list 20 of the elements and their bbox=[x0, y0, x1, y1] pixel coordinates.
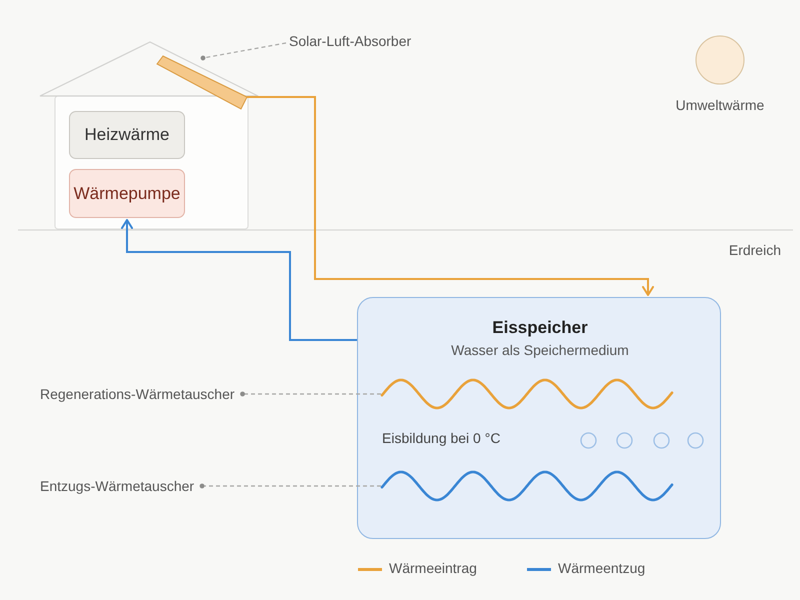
legend-label: Wärmeentzug bbox=[558, 560, 646, 577]
component-box bbox=[69, 169, 185, 218]
callout-label: Solar-Luft-Absorber bbox=[289, 33, 412, 50]
tank-title: Eisspeicher bbox=[492, 318, 588, 338]
storage-tank-panel bbox=[357, 297, 721, 539]
region-label: Erdreich bbox=[728, 242, 781, 259]
box-label: Wärmepumpe bbox=[74, 184, 180, 204]
tank-subtitle: Wasser als Speichermedium bbox=[451, 342, 629, 359]
tank-note: Eisbildung bei 0 °C bbox=[382, 430, 500, 447]
leader-line bbox=[240, 392, 381, 396]
box-label: Heizwärme bbox=[84, 125, 170, 146]
component-box bbox=[69, 111, 185, 159]
source-label: Umweltwärme bbox=[676, 97, 764, 114]
pipe-arrow bbox=[121, 219, 357, 341]
callout-label: Regenerations-Wärmetauscher bbox=[40, 386, 235, 403]
pipe-arrow bbox=[247, 96, 654, 296]
leader-line bbox=[200, 42, 286, 60]
legend-label: Wärmeeintrag bbox=[389, 560, 477, 577]
callout-label: Entzugs-Wärmetauscher bbox=[40, 478, 194, 495]
leader-line bbox=[200, 484, 381, 488]
